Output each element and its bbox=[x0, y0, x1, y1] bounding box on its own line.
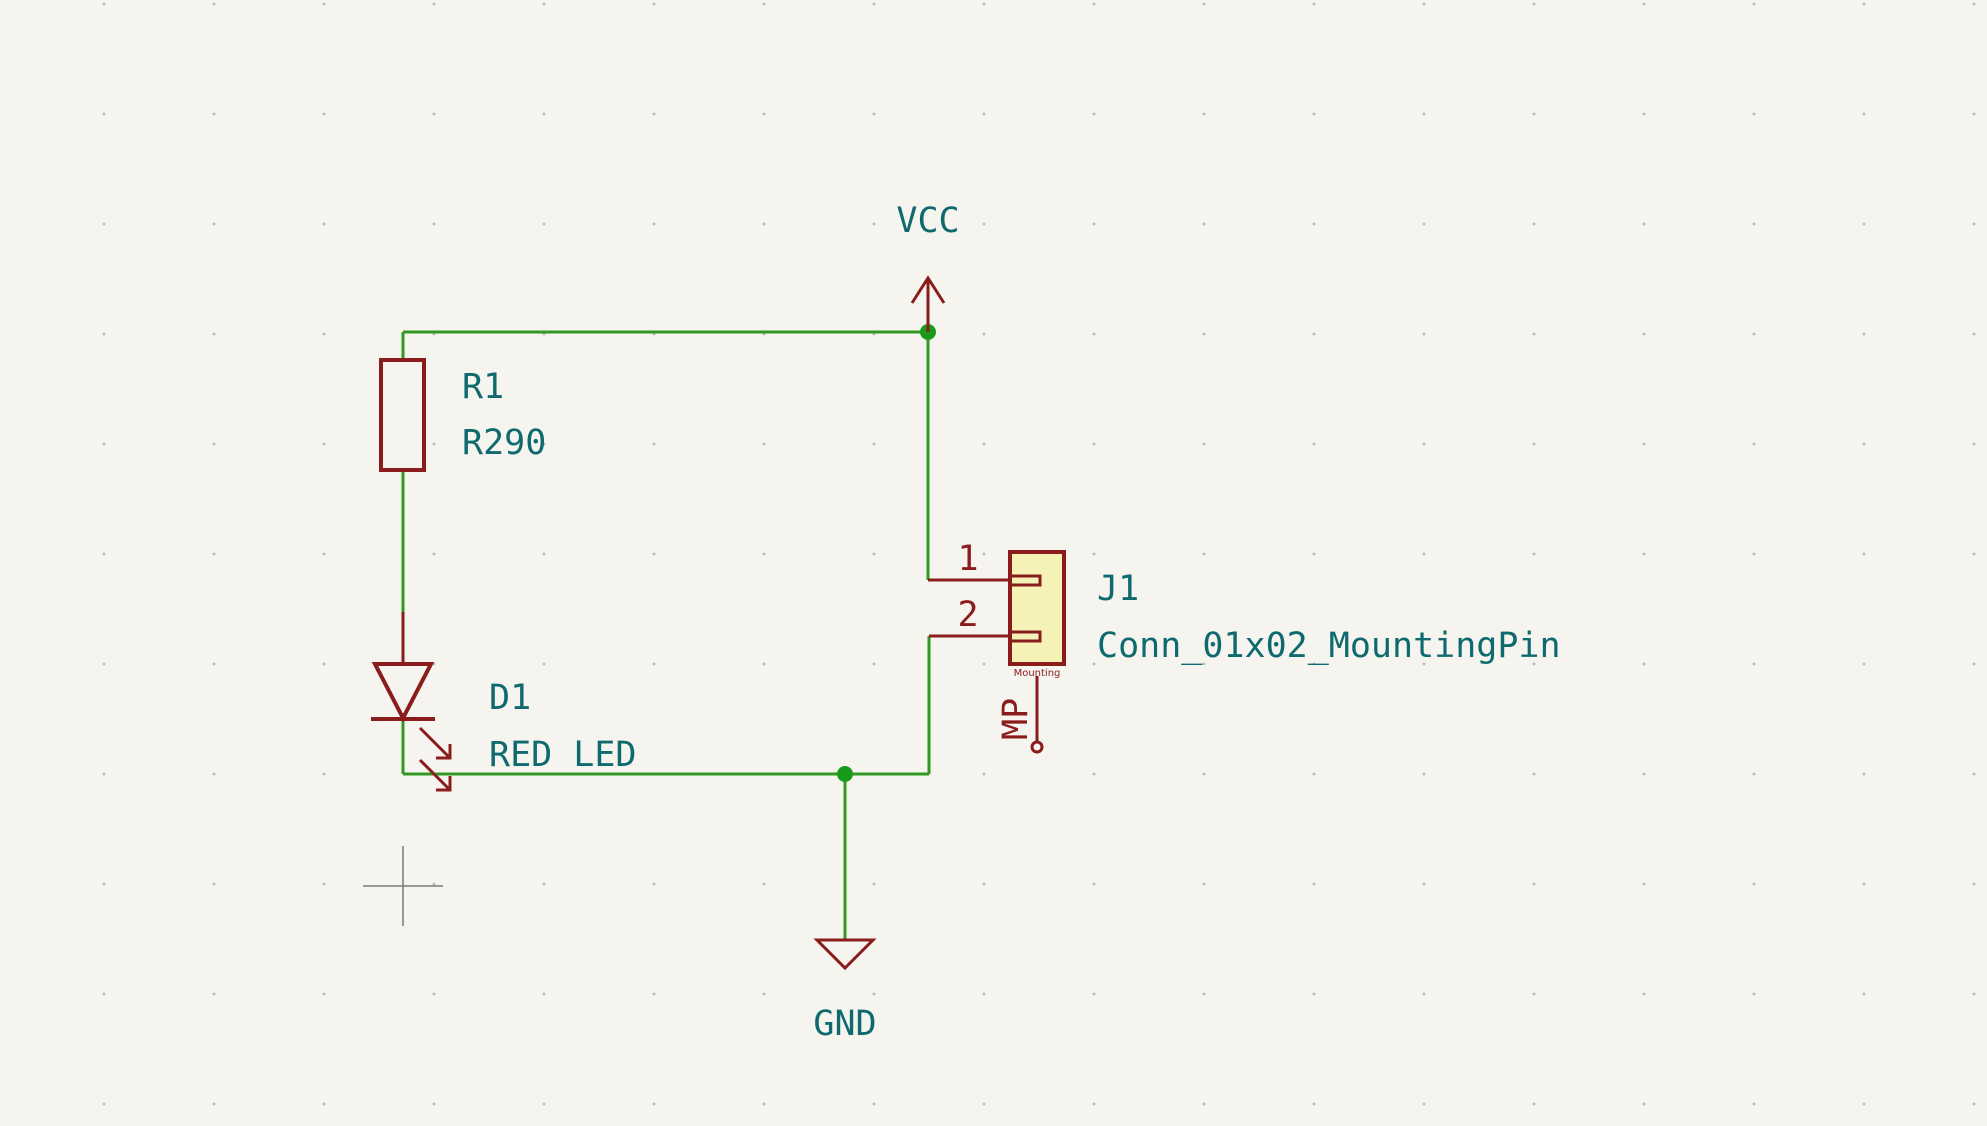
j1-pin1-number: 1 bbox=[957, 539, 978, 579]
j1-symbol[interactable] bbox=[928, 550, 1066, 754]
vcc-symbol[interactable] bbox=[910, 275, 946, 332]
junction-gnd[interactable] bbox=[837, 766, 853, 782]
wires bbox=[401, 330, 1010, 940]
r1-reference: R1 bbox=[462, 367, 504, 407]
d1-reference: D1 bbox=[489, 678, 531, 718]
gnd-symbol[interactable] bbox=[813, 938, 877, 971]
crosshair-cursor-icon bbox=[363, 846, 443, 926]
j1-reference: J1 bbox=[1097, 569, 1139, 609]
d1-symbol[interactable] bbox=[371, 612, 452, 792]
gnd-label: GND bbox=[813, 1004, 876, 1044]
j1-pin2-number: 2 bbox=[957, 595, 978, 635]
j1-value: Conn_01x02_MountingPin bbox=[1097, 626, 1561, 666]
r1-symbol[interactable] bbox=[379, 358, 426, 472]
r1-value: R290 bbox=[462, 423, 546, 463]
vcc-label: VCC bbox=[896, 201, 959, 241]
j1-body-label: Mounting bbox=[1014, 668, 1061, 679]
d1-value: RED LED bbox=[489, 735, 637, 775]
j1-mp-label: MP bbox=[996, 698, 1036, 740]
